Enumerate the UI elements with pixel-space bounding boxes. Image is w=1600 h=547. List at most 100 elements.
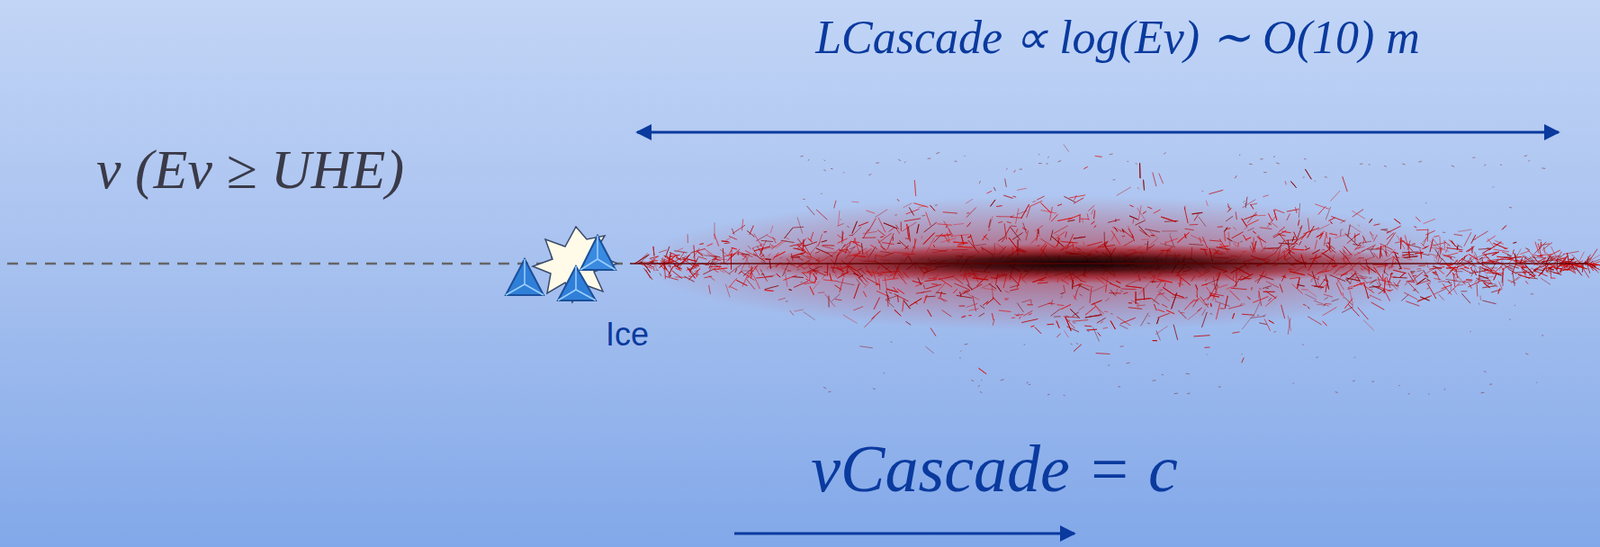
particle-track <box>1134 220 1145 225</box>
particle-track <box>737 251 739 255</box>
particle-track <box>1232 313 1235 319</box>
particle-track <box>1122 229 1133 239</box>
particle-track <box>709 285 711 295</box>
particle-track <box>1111 233 1115 242</box>
particle-track <box>674 259 680 262</box>
particle-track <box>1162 287 1176 296</box>
particle-track <box>913 203 928 208</box>
particle-track <box>963 289 971 294</box>
particle-track <box>1119 345 1124 348</box>
particle-track <box>1173 324 1178 341</box>
particle-track <box>1231 332 1240 333</box>
particle-track <box>794 309 804 312</box>
velocity-arrow <box>734 532 1075 536</box>
particle-track <box>665 276 679 280</box>
particle-track <box>923 233 935 245</box>
particle-track <box>636 252 648 263</box>
particle-track <box>996 206 1003 207</box>
particle-track <box>889 227 895 232</box>
particle-track <box>1091 300 1103 306</box>
particle-track <box>1290 180 1296 188</box>
particle-track <box>1402 251 1419 254</box>
particle-track <box>1415 216 1421 222</box>
particle-track <box>1433 235 1439 237</box>
particle-track <box>725 284 730 298</box>
particle-track <box>1360 283 1375 294</box>
particle-track <box>1446 243 1449 248</box>
particle-track <box>837 281 855 286</box>
particle-track <box>1373 234 1377 243</box>
particle-track <box>1465 278 1473 280</box>
particle-track <box>1357 307 1369 321</box>
particle-track <box>1519 251 1529 255</box>
particle-track <box>877 229 886 236</box>
particle-track <box>893 294 908 302</box>
particle-track <box>943 212 958 214</box>
particle-track <box>1348 224 1351 237</box>
particle-track <box>923 284 926 289</box>
particle-track <box>1185 228 1195 231</box>
particle-track <box>1268 297 1272 301</box>
particle-track <box>1467 257 1473 262</box>
particle-track <box>1105 298 1110 303</box>
particle-track <box>1067 326 1079 333</box>
particle-track <box>1271 222 1278 227</box>
particle-track <box>1279 284 1283 293</box>
particle-track <box>785 237 790 240</box>
particle-track <box>1004 298 1007 300</box>
particle-track <box>1010 226 1021 241</box>
particle-track <box>1259 227 1272 230</box>
particle-track <box>959 305 965 307</box>
particle-track <box>1034 327 1042 334</box>
particle-track <box>1247 227 1254 231</box>
particle-track <box>1094 225 1097 228</box>
particle-track <box>1068 215 1081 221</box>
particle-track <box>728 278 738 288</box>
particle-track <box>1232 226 1236 230</box>
particle-track <box>1026 304 1033 306</box>
particle-track <box>968 314 971 316</box>
particle-track <box>868 218 877 233</box>
particle-track <box>1144 229 1160 233</box>
particle-track <box>1235 212 1237 221</box>
particle-track <box>1351 210 1366 219</box>
particle-track <box>1215 303 1220 320</box>
particle-track <box>1417 295 1432 302</box>
particle-track <box>1393 218 1401 224</box>
particle-track <box>1047 303 1055 306</box>
particle-track <box>1226 238 1232 243</box>
particle-track <box>1461 293 1471 304</box>
particle-track <box>1069 309 1079 319</box>
particle-track <box>1326 232 1328 239</box>
particle-track <box>852 226 862 236</box>
particle-track <box>1307 316 1322 325</box>
particle-track <box>823 231 827 233</box>
particle-track <box>853 306 863 311</box>
particle-track <box>1339 229 1342 236</box>
particle-track <box>1241 199 1256 208</box>
particle-track <box>1189 298 1200 305</box>
particle-track <box>1468 264 1473 266</box>
particle-track <box>791 277 804 279</box>
particle-track <box>738 270 742 274</box>
particle-track <box>1438 280 1446 283</box>
particle-track <box>927 309 932 317</box>
particle-track <box>1209 240 1222 242</box>
particle-track <box>790 242 805 247</box>
particle-track <box>1164 282 1166 287</box>
particle-track <box>838 210 840 226</box>
particle-track <box>1095 155 1103 157</box>
particle-track <box>1225 215 1233 222</box>
particle-track <box>1542 250 1545 252</box>
particle-track <box>1055 231 1066 239</box>
particle-track <box>1307 225 1315 238</box>
particle-track <box>1486 272 1504 274</box>
particle-track <box>1557 255 1561 260</box>
particle-track <box>725 237 731 241</box>
particle-track <box>965 198 973 204</box>
particle-track <box>1266 287 1269 289</box>
particle-track <box>909 298 923 306</box>
particle-track <box>821 240 827 243</box>
particle-track <box>923 233 935 245</box>
particle-track <box>1087 329 1097 332</box>
